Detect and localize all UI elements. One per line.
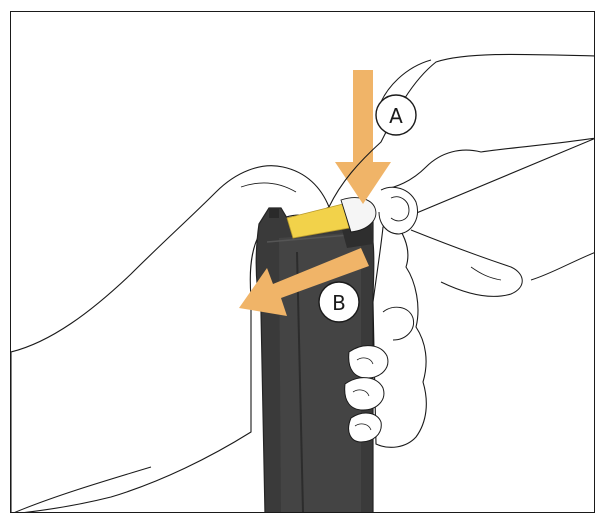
callout-a: A (376, 95, 416, 135)
magazine-loading-diagram: A B (11, 12, 595, 513)
callout-b-label: B (332, 291, 346, 315)
callout-b: B (319, 282, 359, 322)
callout-a-label: A (389, 104, 403, 128)
illustration-frame: A B (10, 11, 595, 513)
